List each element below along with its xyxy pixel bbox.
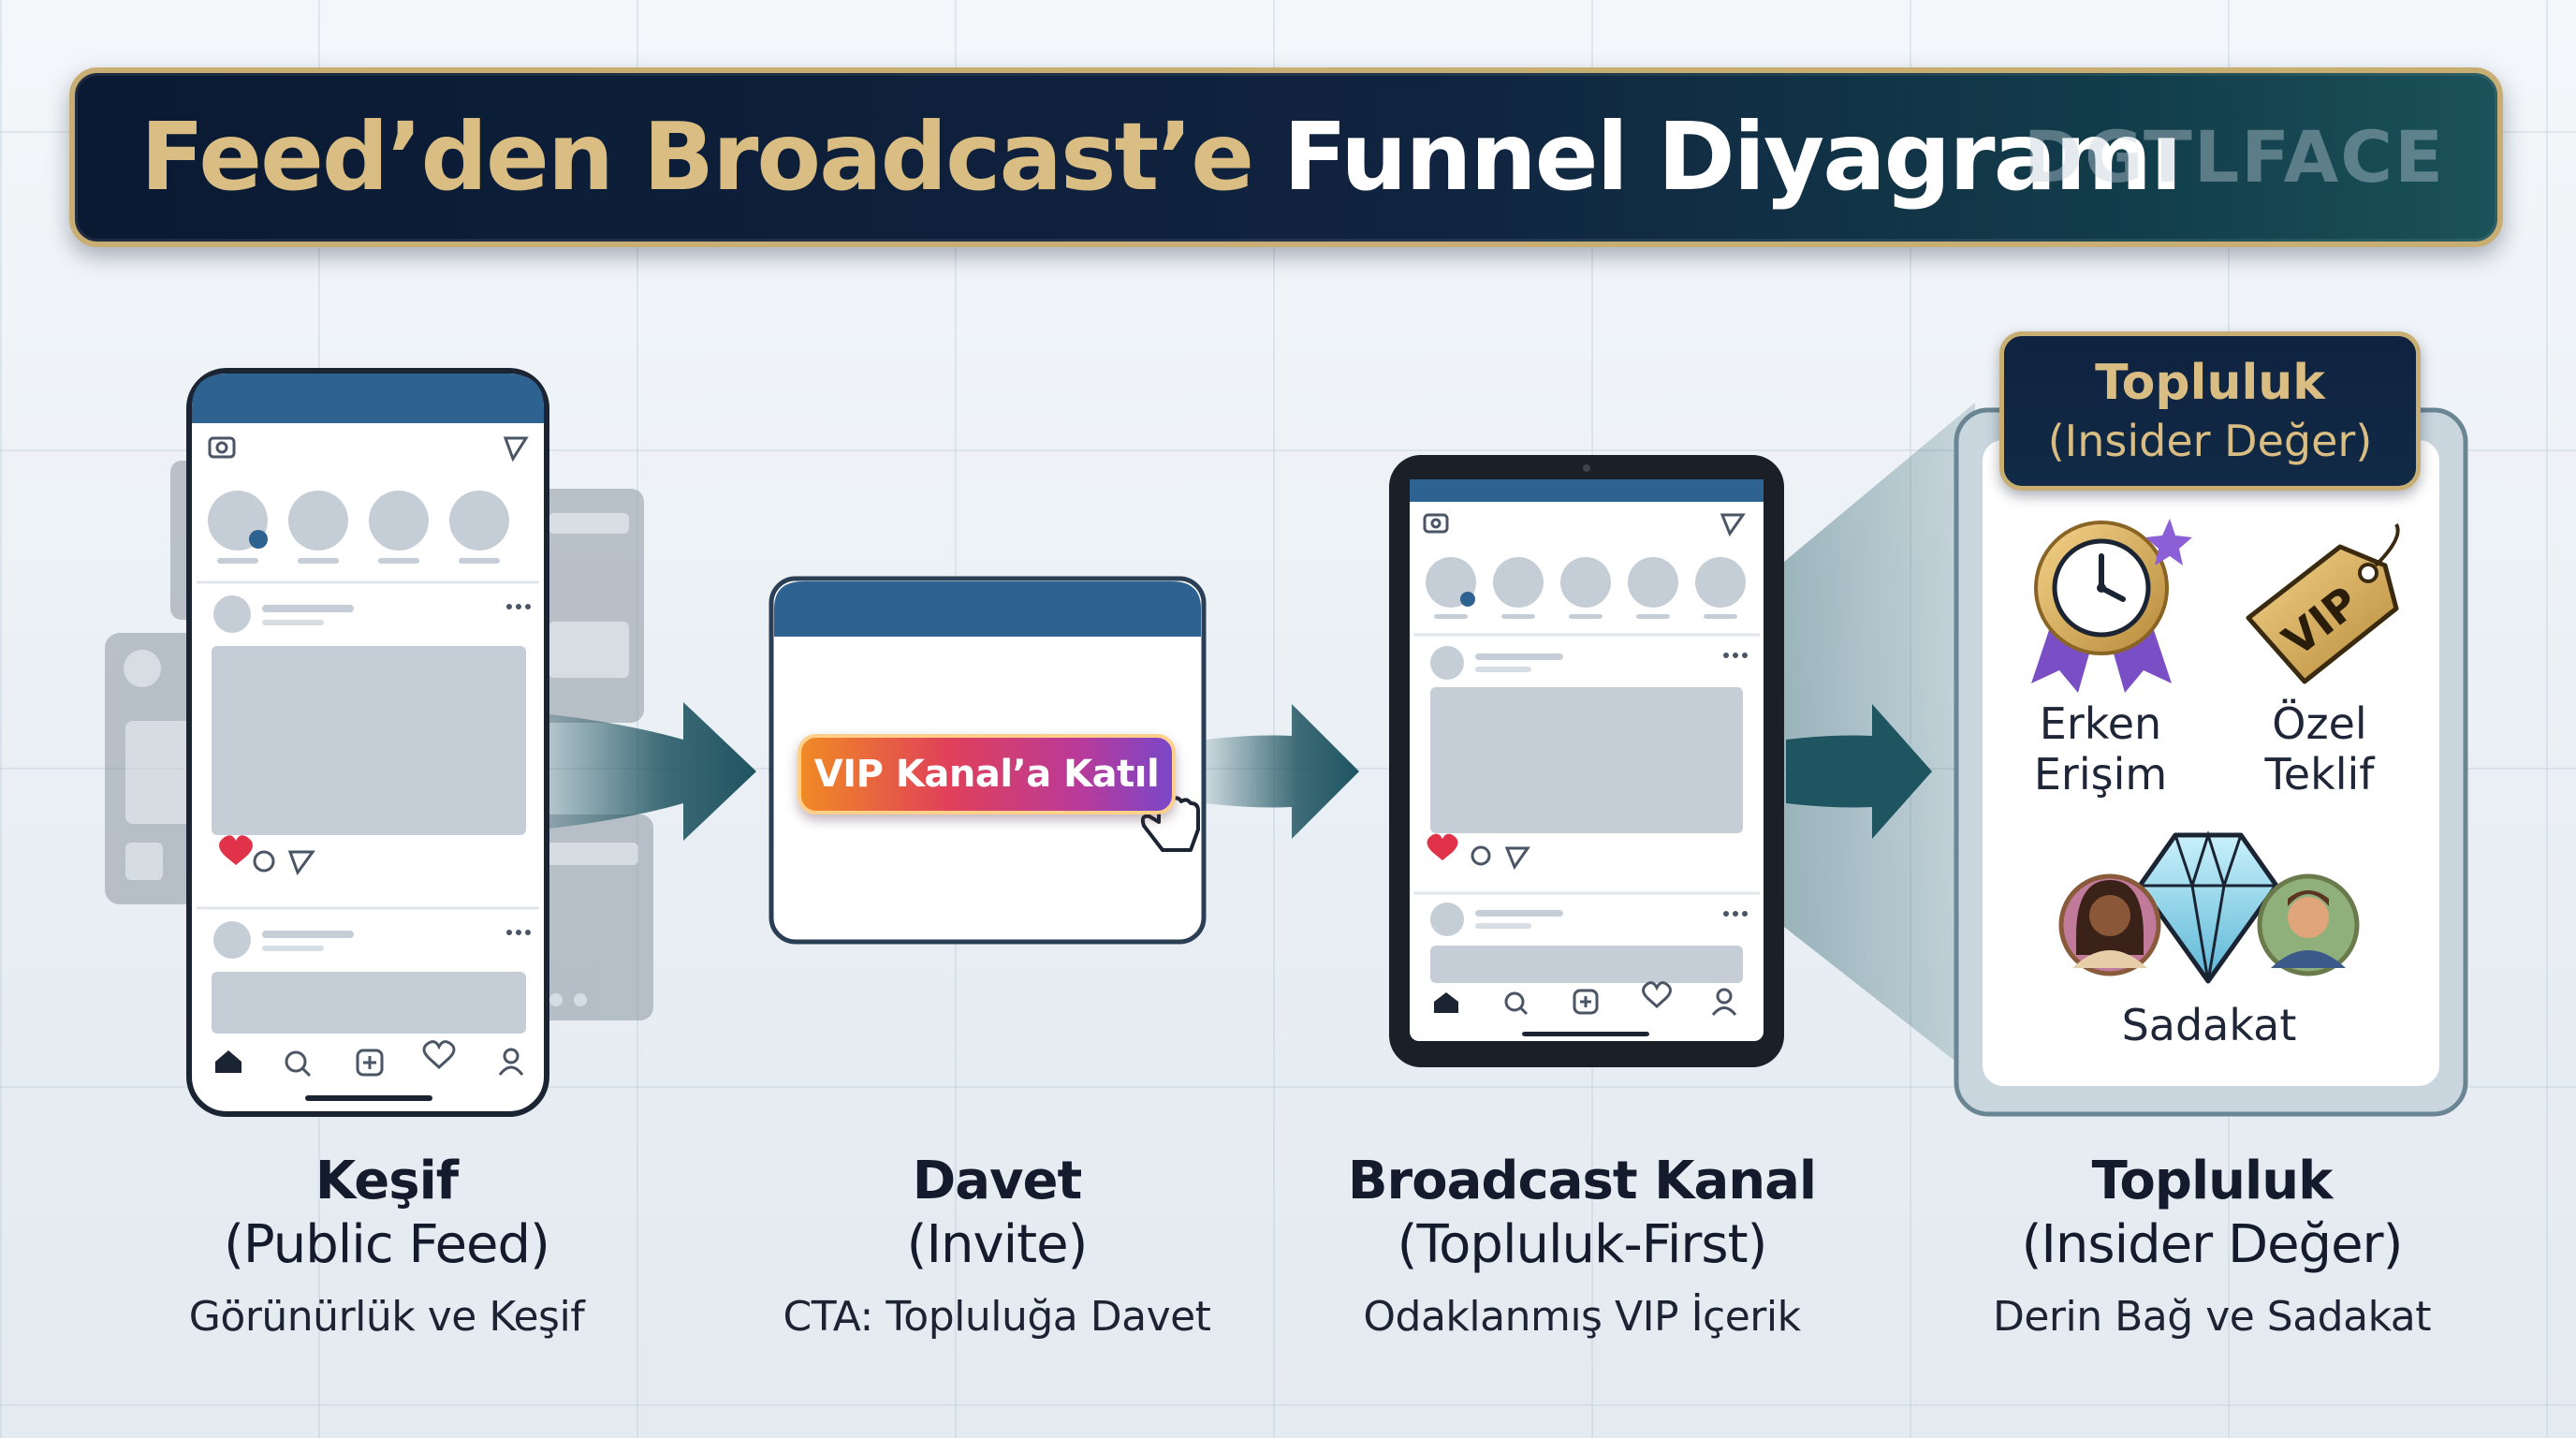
comment-icon xyxy=(253,850,275,873)
benefit-early-access-line1: Erken xyxy=(2039,698,2162,749)
stage-community: Topluluk (Insider Değer) Derin Bağ ve Sa… xyxy=(1875,1150,2549,1344)
focus-beam xyxy=(1784,403,1975,1077)
stage-title: Broadcast Kanal xyxy=(1347,1151,1817,1211)
member-avatar-right xyxy=(2257,873,2360,976)
community-panel-title: Topluluk xyxy=(2095,355,2325,411)
benefit-early-access: Erken Erişim xyxy=(1988,698,2213,800)
benefit-loyalty: Sadakat xyxy=(2121,1000,2297,1050)
home-icon xyxy=(215,1050,242,1073)
title-banner: Feed’den Broadcast’e Funnel Diyagramı DG… xyxy=(69,67,2503,247)
stage-description: Odaklanmış VIP İçerik xyxy=(1363,1293,1801,1341)
funnel-arrow-1 xyxy=(524,702,756,841)
member-avatar-left xyxy=(2058,873,2161,976)
public-feed-phone xyxy=(186,368,549,1117)
heart-icon xyxy=(219,835,253,865)
title-white-part: Funnel Diyagramı xyxy=(1282,102,2183,212)
loyalty-diamond-icon xyxy=(2137,830,2279,984)
early-access-clock-icon xyxy=(2031,519,2192,693)
stage-subtitle: (Topluluk-First) xyxy=(1397,1214,1768,1275)
benefit-special-offer-line2: Teklif xyxy=(2264,749,2375,800)
heart-outline-icon xyxy=(422,1040,456,1070)
stage-discovery: Keşif (Public Feed) Görünürlük ve Keşif xyxy=(50,1150,724,1344)
stage-title: Davet xyxy=(912,1151,1083,1211)
title-gold-part: Feed’den Broadcast’e xyxy=(140,102,1254,212)
search-icon xyxy=(285,1050,307,1073)
broadcast-tablet xyxy=(1389,455,1784,1067)
share-icon xyxy=(287,850,315,876)
stage-description: Görünürlük ve Keşif xyxy=(188,1293,585,1341)
stage-subtitle: (Invite) xyxy=(906,1214,1089,1275)
stage-title: Keşif xyxy=(315,1151,459,1211)
benefit-early-access-line2: Erişim xyxy=(2033,749,2168,800)
vip-channel-join-button[interactable]: VIP Kanal’a Katıl xyxy=(798,734,1176,814)
stage-subtitle: (Public Feed) xyxy=(224,1214,550,1275)
stage-description: CTA: Topluluğa Davet xyxy=(783,1293,1211,1341)
stage-invite: Davet (Invite) CTA: Topluluğa Davet xyxy=(660,1150,1334,1344)
profile-icon xyxy=(503,1048,520,1064)
community-panel-header: Topluluk (Insider Değer) xyxy=(1999,331,2421,491)
brand-logo: DGTLFACE xyxy=(2023,115,2445,198)
benefit-special-offer-line1: Özel xyxy=(2272,698,2367,749)
page-title: Feed’den Broadcast’e Funnel Diyagramı xyxy=(140,73,2183,242)
community-panel-subtitle: (Insider Değer) xyxy=(2047,416,2373,466)
stage-title: Topluluk xyxy=(2091,1151,2334,1211)
benefit-special-offer: Özel Teklif xyxy=(2207,698,2432,800)
add-icon xyxy=(356,1049,384,1077)
stage-description: Derin Bağ ve Sadakat xyxy=(1992,1293,2432,1341)
stage-broadcast-channel: Broadcast Kanal (Topluluk-First) Odaklan… xyxy=(1245,1150,1919,1344)
funnel-arrow-2 xyxy=(1206,704,1359,839)
stage-subtitle: (Insider Değer) xyxy=(2021,1214,2404,1275)
